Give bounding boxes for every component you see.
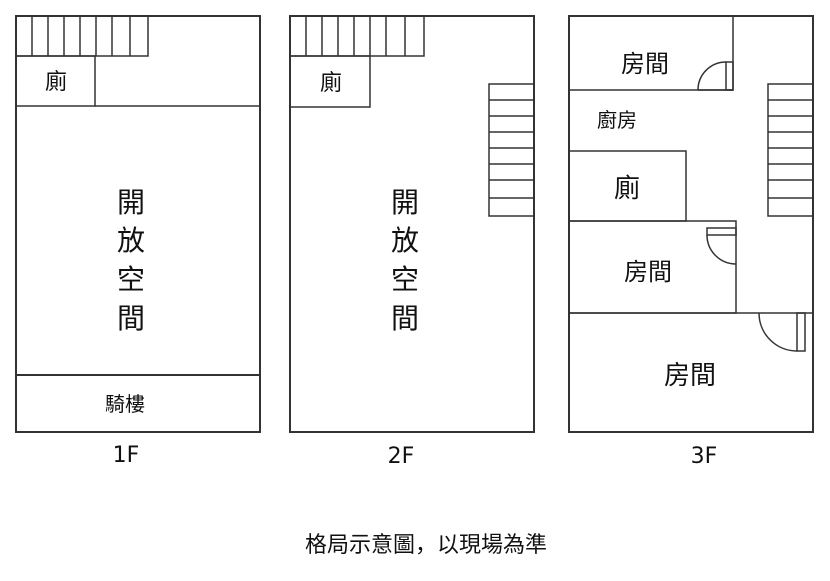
floor-2f-label: 2F [388, 444, 415, 469]
open-space-2f-char-1: 開 [391, 186, 419, 219]
stairs-3f-right [767, 83, 814, 217]
door-3f-bottom-icon [758, 312, 806, 352]
floor-2f: 廁 開 放 空 間 2F [289, 15, 535, 469]
open-space-2f-char-2: 放 [391, 224, 419, 257]
room-3f-top-label: 房間 [621, 50, 669, 78]
floor-3f-label: 3F [691, 444, 718, 469]
floor-1f: 廁 開 放 空 間 騎樓 1F [15, 15, 261, 468]
open-space-2f-char-4: 間 [391, 302, 419, 335]
arcade-label: 騎樓 [105, 392, 145, 416]
open-space-2f-char-3: 空 [391, 263, 419, 296]
room-3f-middle-label: 房間 [624, 258, 672, 286]
stairs-2f-top [289, 15, 425, 57]
floor-1f-label: 1F [113, 443, 140, 468]
toilet-1f-label: 廁 [45, 70, 67, 95]
open-space-1f-char-2: 放 [117, 224, 145, 257]
stairs-2f-right [488, 83, 535, 217]
kitchen-3f-label: 廚房 [597, 108, 637, 132]
toilet-2f-label: 廁 [320, 71, 342, 96]
door-3f-top-icon [697, 61, 734, 91]
stairs-1f [15, 15, 149, 57]
caption: 格局示意圖，以現場為準 [305, 533, 547, 558]
open-space-1f-char-1: 開 [117, 186, 145, 219]
floor-3f-outline [568, 15, 814, 433]
door-3f-middle-icon [706, 227, 737, 265]
open-space-1f-char-4: 間 [117, 302, 145, 335]
open-space-1f-char-3: 空 [117, 263, 145, 296]
floor-3f: 房間 廚房 廁 房間 房間 [568, 15, 814, 469]
room-3f-bottom-label: 房間 [664, 361, 716, 391]
toilet-3f-label: 廁 [614, 174, 640, 204]
toilet-2f [289, 55, 371, 108]
toilet-1f [15, 55, 96, 107]
